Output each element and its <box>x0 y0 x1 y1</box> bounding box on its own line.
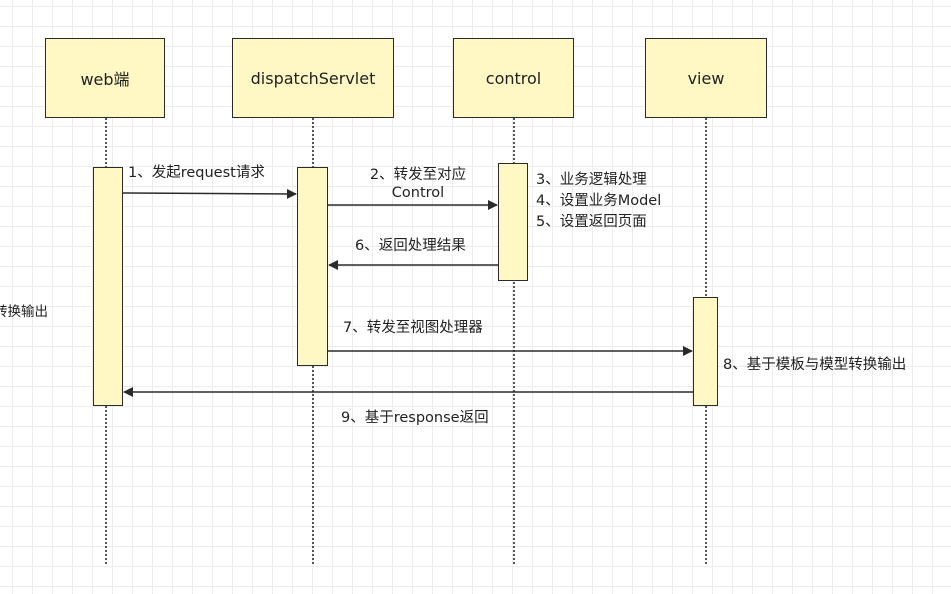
arrow-m1 <box>122 188 297 199</box>
actor-view-label: view <box>687 68 725 88</box>
label-m3: 3、业务逻辑处理 <box>536 172 647 188</box>
activation-view <box>693 297 718 406</box>
actor-web: web端 <box>45 38 165 118</box>
label-m2-line2: Control <box>391 185 445 201</box>
label-m5: 5、设置返回页面 <box>536 214 647 230</box>
label-m6: 6、返回处理结果 <box>355 238 466 254</box>
label-m1: 1、发起request请求 <box>128 165 265 181</box>
label-m4: 4、设置业务Model <box>536 193 662 209</box>
actor-dispatch-servlet: dispatchServlet <box>232 38 394 118</box>
activation-dispatch-servlet <box>297 167 328 366</box>
label-m2-line1: 2、转发至对应 <box>369 167 467 183</box>
lifeline-control <box>513 118 515 564</box>
label-m9: 9、基于response返回 <box>341 410 489 426</box>
actor-control: control <box>453 38 574 118</box>
actor-dispatch-servlet-label: dispatchServlet <box>250 68 376 88</box>
activation-web <box>93 167 123 406</box>
activation-control <box>498 163 528 281</box>
label-m2: 2、转发至对应 Control <box>368 165 468 203</box>
actor-web-label: web端 <box>80 70 130 89</box>
actor-view: view <box>645 38 767 118</box>
clipped-note: 转换输出 <box>0 304 48 320</box>
actor-control-label: control <box>485 68 542 88</box>
label-m7: 7、转发至视图处理器 <box>343 320 483 336</box>
label-m8: 8、基于模板与模型转换输出 <box>723 357 907 373</box>
